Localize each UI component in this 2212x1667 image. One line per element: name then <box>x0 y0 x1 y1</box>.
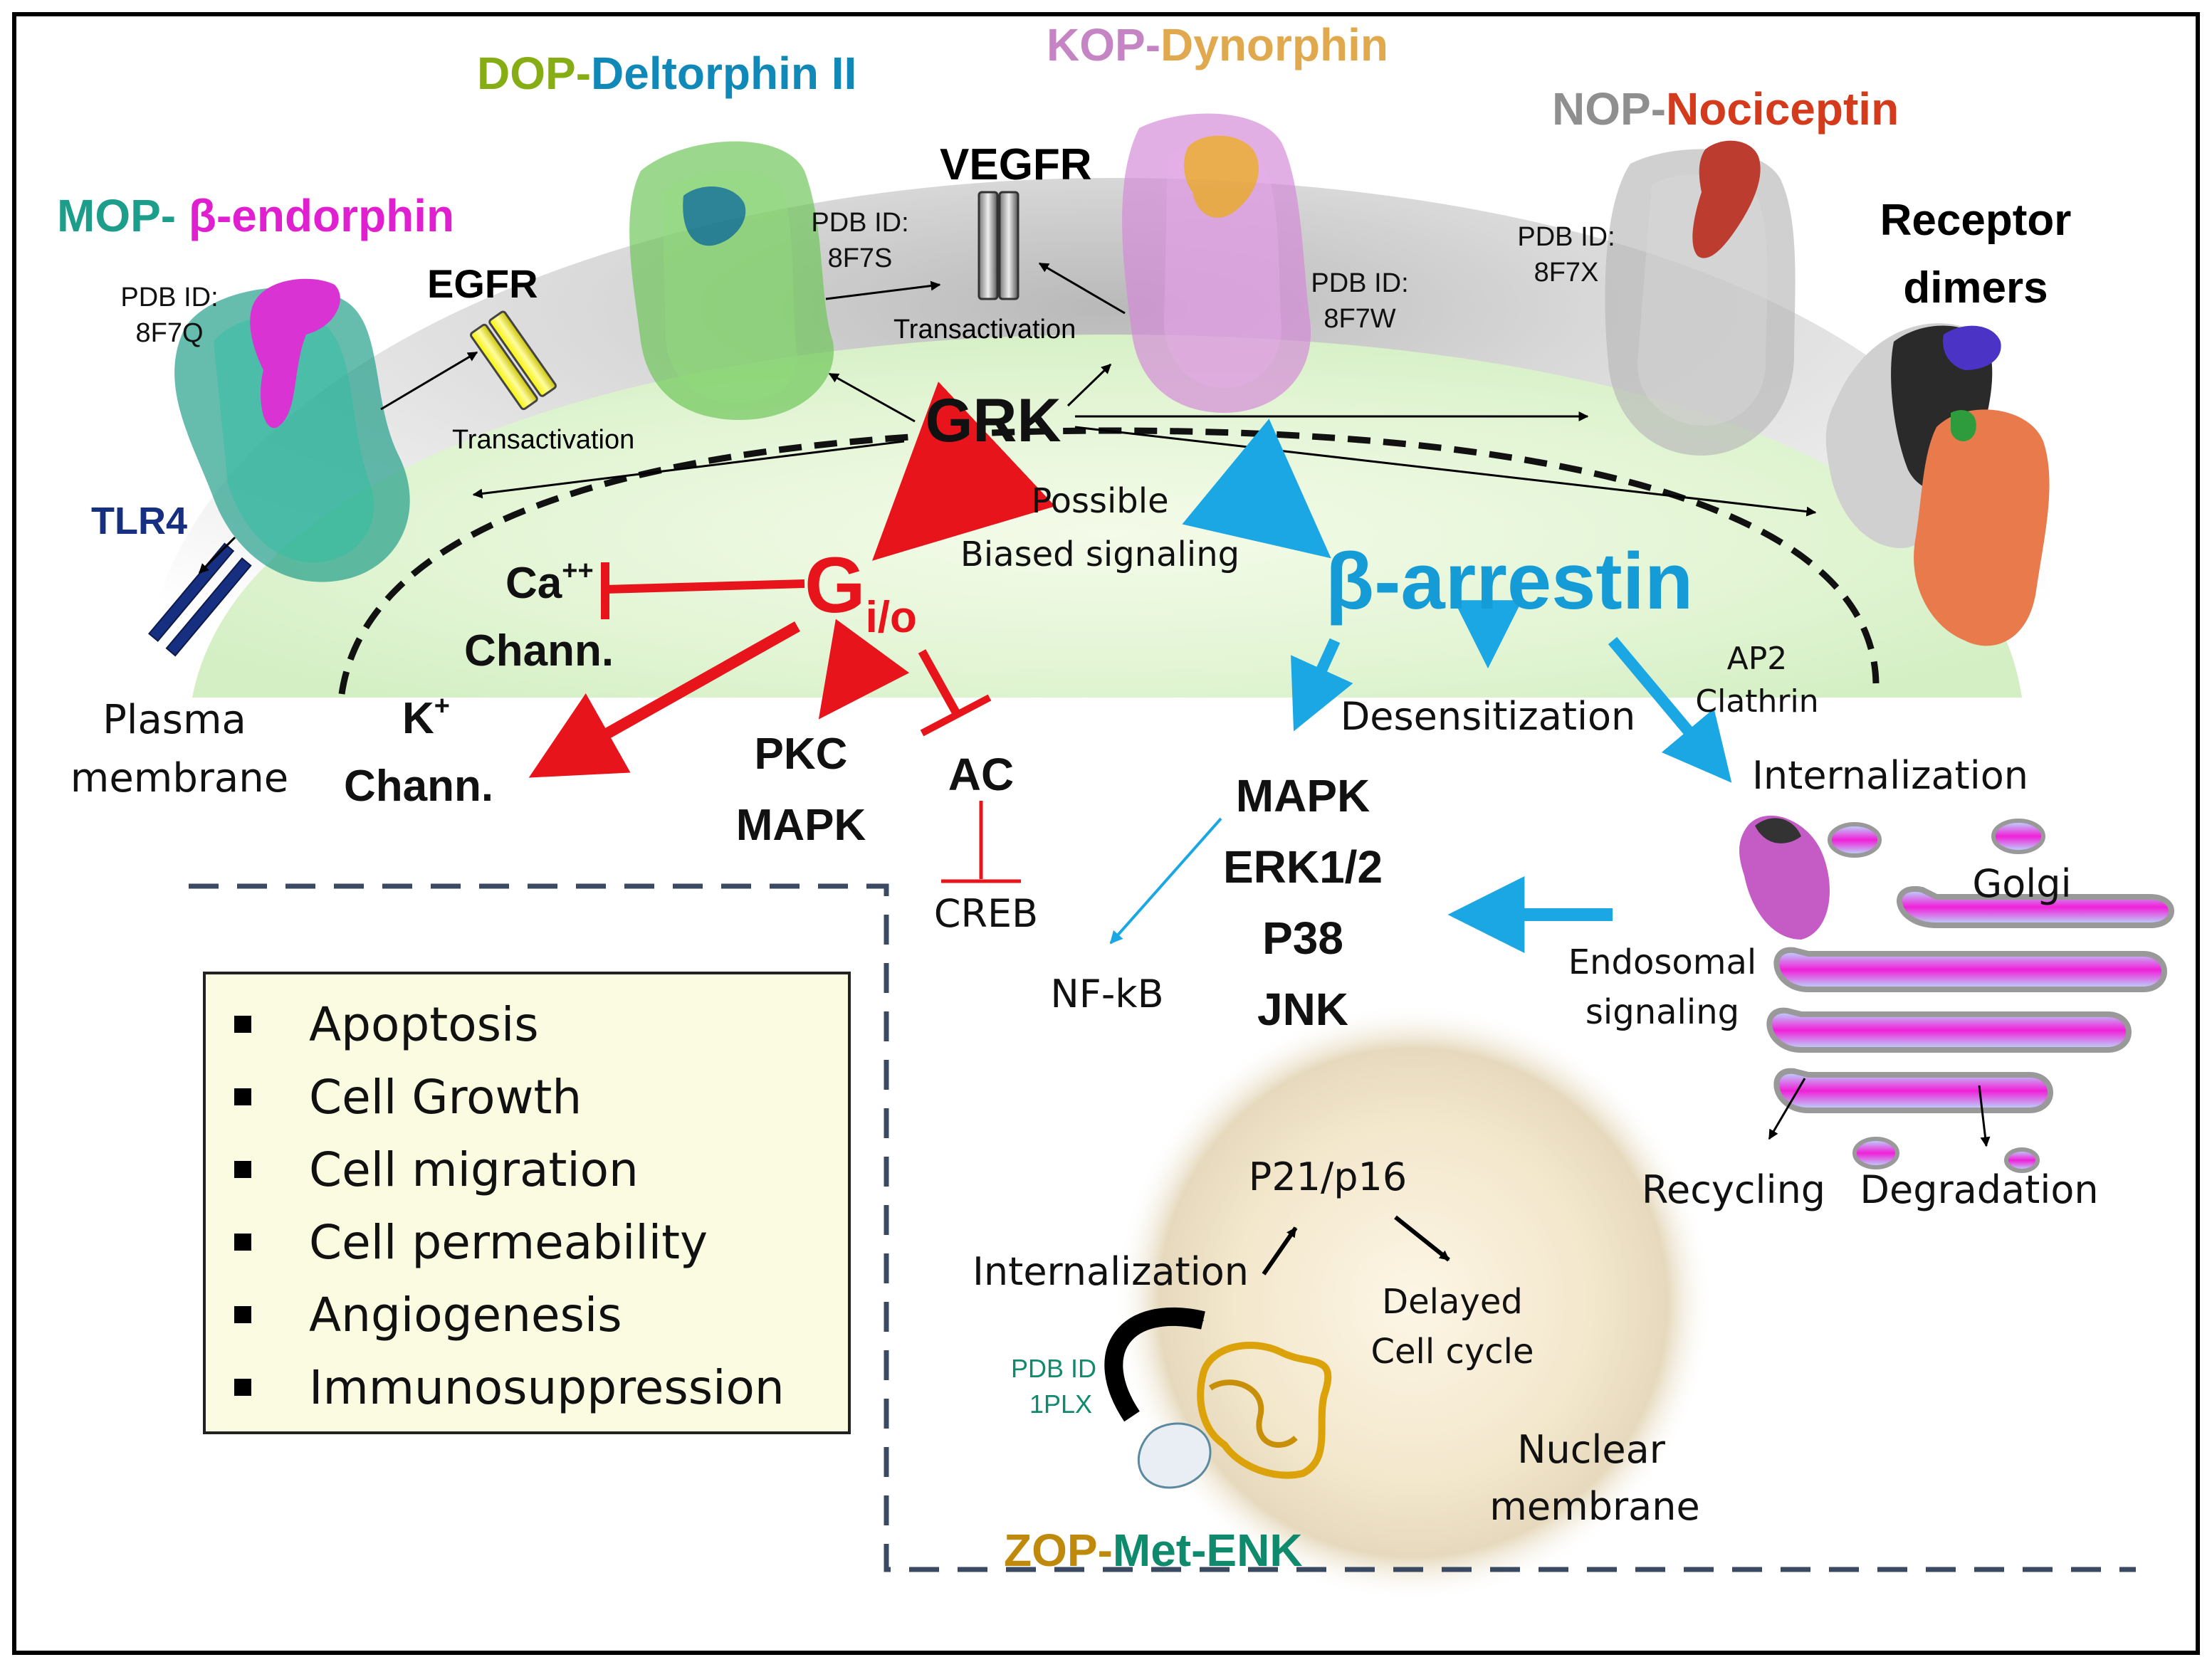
biased-signaling-label: Biased signaling <box>960 535 1239 574</box>
nucleus <box>1114 1004 1712 1602</box>
nop-pdb-label: PDB ID: <box>1517 222 1615 252</box>
cell-cycle-label: Cell cycle <box>1370 1332 1534 1372</box>
bullet-icon <box>234 1234 251 1251</box>
dop-receptor-structure <box>629 141 834 420</box>
recycling-label: Recycling <box>1642 1167 1825 1212</box>
endosomal-label: Endosomal <box>1568 942 1756 982</box>
mop-pdb-id: 8F7Q <box>135 318 203 348</box>
receptor-dimers-label-2: dimers <box>1903 263 2048 312</box>
ac-label: AC <box>948 749 1014 800</box>
beta-arrestin-label: β-arrestin <box>1326 537 1694 626</box>
dop-pdb-label: PDB ID: <box>811 208 908 238</box>
tlr4-receptor <box>148 542 252 657</box>
mapk-label: MAPK <box>1236 770 1370 821</box>
mop-title: MOP- β-endorphin <box>57 190 454 241</box>
degradation-label: Degradation <box>1860 1167 2098 1212</box>
arrestin-arrows <box>1109 419 1732 953</box>
pkc-label: PKC <box>755 730 848 779</box>
egfr-receptor <box>470 310 557 411</box>
internalization-label-membrane: Internalization <box>1752 753 2028 798</box>
ca-channel-label-1: Ca++ <box>505 556 594 608</box>
ca-channel-label-2: Chann. <box>464 626 614 675</box>
kop-pdb-id: 8F7W <box>1323 304 1395 334</box>
tlr4-label: TLR4 <box>91 500 187 542</box>
internalization-label-nucleus: Internalization <box>973 1249 1249 1294</box>
cell-interior <box>192 335 2022 698</box>
legend-item-label: Cell permeability <box>309 1214 708 1270</box>
k-channel-label-2: Chann. <box>344 762 493 811</box>
receptor-dimers-label-1: Receptor <box>1880 196 2072 245</box>
bullet-icon <box>234 1379 251 1396</box>
dop-title: DOP-Deltorphin II <box>477 48 856 99</box>
dop-pdb-id: 8F7S <box>828 243 893 273</box>
bullet-icon <box>234 1016 251 1033</box>
vegfr-label: VEGFR <box>940 140 1092 189</box>
transactivation-label-vegfr: Transactivation <box>893 315 1076 345</box>
egfr-label: EGFR <box>427 261 538 306</box>
endosomal-signaling-label: signaling <box>1585 992 1739 1032</box>
legend-item-label: Cell Growth <box>309 1069 582 1125</box>
gio-label: Gi/o <box>804 542 917 642</box>
mop-receptor-structure <box>174 278 410 582</box>
zop-title: ZOP-Met-ENK <box>1004 1525 1303 1576</box>
delayed-label: Delayed <box>1382 1282 1523 1322</box>
p21-p16-label: P21/p16 <box>1249 1155 1407 1199</box>
tlr4-glow <box>93 492 199 552</box>
grk-label: GRK <box>925 386 1061 455</box>
clathrin-label: Clathrin <box>1695 683 1818 720</box>
erk-label: ERK1/2 <box>1223 841 1383 893</box>
legend-item-label: Angiogenesis <box>309 1287 622 1342</box>
receptor-dimers-structure <box>1825 323 2050 646</box>
plasma-membrane-label-1: Plasma <box>103 697 246 743</box>
kop-receptor-structure <box>1122 113 1311 413</box>
bullet-icon <box>234 1306 251 1323</box>
p38-label: P38 <box>1262 913 1343 964</box>
possible-label: Possible <box>1031 481 1168 521</box>
mop-pdb-label: PDB ID: <box>120 283 218 312</box>
zop-pdb-label: PDB ID <box>1011 1354 1096 1383</box>
k-channel-label-1: K+ <box>402 691 450 743</box>
nfkb-label: NF-kB <box>1050 972 1163 1016</box>
legend-item-label: Immunosuppression <box>309 1360 785 1415</box>
golgi-apparatus <box>1739 815 2174 1173</box>
zop-met-enk-structure <box>1137 1342 1332 1489</box>
creb-label: CREB <box>934 891 1038 936</box>
plasma-membrane-label-2: membrane <box>70 755 288 801</box>
desensitization-label: Desensitization <box>1341 694 1636 739</box>
kop-pdb-label: PDB ID: <box>1311 268 1408 298</box>
nuclear-membrane-label: membrane <box>1489 1484 1699 1529</box>
golgi-label: Golgi <box>1972 861 2071 906</box>
gio-arrows <box>528 382 1056 883</box>
outcomes-legend: Apoptosis Cell Growth Cell migration Cel… <box>203 972 851 1434</box>
nop-title: NOP-Nociceptin <box>1552 83 1899 135</box>
vegfr-receptor <box>977 191 1019 300</box>
nop-receptor-structure <box>1605 140 1796 456</box>
cytoplasm-border <box>189 883 2136 1572</box>
kop-title: KOP-Dynorphin <box>1047 19 1388 70</box>
bullet-icon <box>234 1161 251 1178</box>
mapk-label-gio: MAPK <box>736 801 866 850</box>
legend-item-label: Apoptosis <box>309 996 539 1052</box>
bullet-icon <box>234 1088 251 1105</box>
nop-pdb-id: 8F7X <box>1534 258 1599 288</box>
zop-pdb-id: 1PLX <box>1029 1389 1092 1419</box>
ap2-label: AP2 <box>1727 641 1788 677</box>
transactivation-label-egfr: Transactivation <box>452 425 634 455</box>
legend-item-label: Cell migration <box>309 1142 639 1197</box>
nuclear-label: Nuclear <box>1517 1427 1666 1472</box>
jnk-label: JNK <box>1257 984 1348 1035</box>
